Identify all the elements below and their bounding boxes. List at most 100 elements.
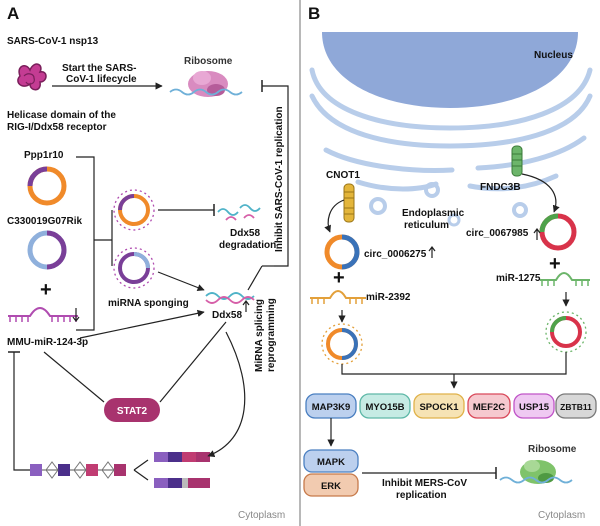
target-box-myo15b (359, 393, 411, 419)
target-label-spock1: SPOCK1 (419, 402, 459, 413)
circ1-label: circ_0006275 (364, 249, 427, 260)
er-vesicle-3 (447, 213, 461, 227)
ddx58-degradation-line2: degradation (219, 240, 276, 251)
c330019-circrna-icon (27, 230, 67, 270)
er-vesicle-4 (512, 202, 528, 218)
up-arrow-circ2 (533, 228, 541, 240)
erk-label: ERK (321, 481, 341, 492)
helicase-line1: Helicase domain of the (7, 110, 116, 121)
target-label-zbtb11: ZBTB11 (560, 402, 592, 412)
fndc3b-arrow (521, 173, 560, 213)
mirna-sponging-label: miRNA sponging (108, 298, 189, 309)
nsp13-protein-icon (17, 63, 47, 91)
splice-arrow-down (133, 469, 149, 481)
target-box-usp15 (513, 393, 555, 419)
spliced-mrna-variants-icon (154, 452, 210, 488)
stat2-node (104, 398, 160, 422)
target-box-mef2c (467, 393, 511, 419)
ddx58-label: Ddx58 (212, 310, 242, 321)
mir-1275-icon (540, 272, 590, 286)
up-arrow-circ1 (428, 246, 436, 258)
ddx58-degraded-rna-icon (217, 204, 261, 221)
target-label-mef2c: MEF2C (473, 402, 505, 413)
ddx58-to-inhibit-diag (247, 265, 263, 291)
feedback-line (13, 352, 30, 471)
fndc3b-label: FNDC3B (480, 182, 521, 193)
inhibit-mers-line2: replication (396, 490, 447, 501)
cnot1-label: CNOT1 (326, 170, 360, 181)
stat2-label: STAT2 (117, 406, 148, 417)
sponge-circrna-1-icon (113, 189, 155, 231)
mirna-124-icon (8, 307, 78, 322)
mir2392-label: miR-2392 (366, 292, 411, 303)
plus-a: + (40, 279, 52, 301)
sponge-circrna-2-icon (113, 247, 155, 289)
cytoplasm-label-a: Cytoplasm (238, 510, 285, 521)
splicing-reprogramming-arrow (207, 331, 246, 458)
panel-b: B Nucleus Endoplasmic reticulum CNOT1 (303, 4, 597, 521)
splicing-line1: MiRNA splicing (254, 299, 265, 372)
er-vesicle-1 (369, 197, 387, 215)
target-gene-row: MAP3K9 MYO15B SPOCK1 MEF2C USP15 ZBTB11 (305, 393, 597, 419)
erk-node (303, 473, 359, 497)
cnot1-chromosome-icon (343, 183, 355, 223)
ppp1r10-circrna-icon (27, 166, 67, 206)
ribosome-icon-a (169, 71, 243, 97)
mapk-label: MAPK (317, 457, 345, 468)
mir124-to-ddx58-arrow (79, 309, 205, 339)
helicase-line2: RIG-I/Ddx58 receptor (7, 122, 107, 133)
ribosome-label-b: Ribosome (528, 444, 577, 455)
stat2-to-mir124 (43, 351, 105, 403)
target-label-myo15b: MYO15B (365, 402, 404, 413)
er-membranes-icon (309, 67, 593, 192)
pre-mrna-exons-icon (30, 461, 126, 479)
circ2-label: circ_0067985 (466, 228, 529, 239)
circ1-sponge-complex-icon (321, 323, 363, 365)
mir1275-label: miR-1275 (496, 273, 541, 284)
er-label-line1: Endoplasmic (402, 208, 465, 219)
splicing-line2: reprogramming (266, 298, 277, 372)
er-label-line2: reticulum (404, 220, 449, 231)
panel-a-letter: A (7, 4, 19, 23)
nucleus-shape (322, 32, 578, 108)
panel-b-letter: B (308, 4, 320, 23)
circ-0067985-icon (539, 213, 577, 251)
convergence-bracket (341, 352, 567, 375)
target-box-zbtb11 (555, 393, 597, 419)
circ2-sponge-complex-icon (545, 311, 587, 353)
group-bracket (76, 156, 95, 331)
mmu-mir-label: MMU-miR-124-3p (7, 337, 88, 348)
target-label-usp15: USP15 (519, 402, 550, 413)
c330019-label: C330019G07Rik (7, 216, 82, 227)
down-arrow-mir124 (72, 308, 80, 322)
er-vesicle-2 (424, 182, 440, 198)
stat2-to-ddx58 (159, 321, 227, 403)
fndc3b-chromosome-icon (511, 145, 523, 177)
ribosome-label-a: Ribosome (184, 56, 233, 67)
up-arrow-ddx58 (242, 300, 250, 312)
inhibit-sars-label: Inhibit SARS-CoV-1 replication (274, 106, 285, 252)
panel-a: A SARS-CoV-1 nsp13 Start the SARS- CoV-1… (7, 4, 289, 521)
mir-2392-icon (310, 290, 366, 304)
ppp1r10-label: Ppp1r10 (24, 150, 64, 161)
target-label-map3k9: MAP3K9 (312, 402, 351, 413)
plus-b2: + (549, 253, 561, 275)
start-lifecycle-line2: CoV-1 lifecycle (66, 74, 137, 85)
splice-arrow-up (133, 459, 149, 471)
nucleus-label: Nucleus (534, 50, 573, 61)
inhibit-mers-line1: Inhibit MERS-CoV (382, 478, 467, 489)
inhibit-bracket-a (262, 85, 289, 267)
cnot1-arrow (324, 199, 345, 233)
mapk-node (303, 449, 359, 473)
target-box-spock1 (413, 393, 465, 419)
start-lifecycle-line1: Start the SARS- (62, 63, 136, 74)
ribosome-icon-b (499, 460, 573, 484)
ddx58-rna-icon (205, 292, 255, 304)
sponging-arrow (157, 271, 205, 291)
plus-b1: + (333, 267, 345, 289)
ddx58-degradation-line1: Ddx58 (230, 228, 260, 239)
cytoplasm-label-b: Cytoplasm (538, 510, 585, 521)
nsp13-label: SARS-CoV-1 nsp13 (7, 36, 99, 47)
circ-0006275-icon (324, 234, 360, 270)
